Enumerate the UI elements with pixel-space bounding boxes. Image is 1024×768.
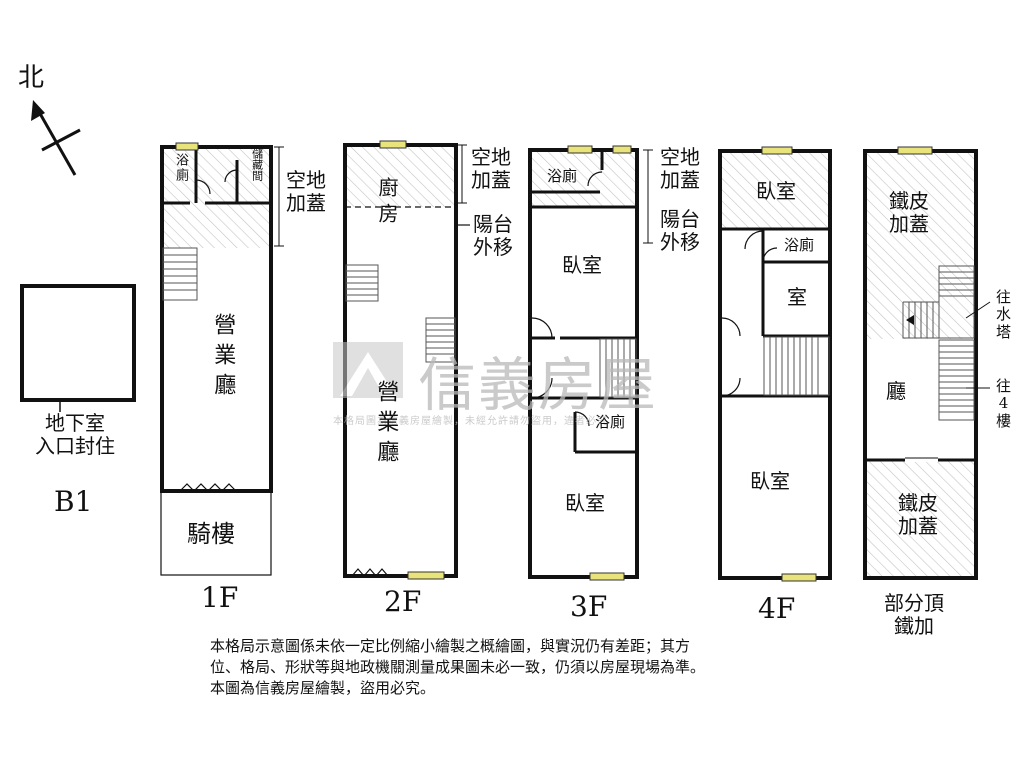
roof-floor-label: 部分頂 鐵加: [884, 591, 944, 638]
f4-floor-label: 4F: [758, 592, 796, 625]
floor-roof-plan: [863, 146, 991, 580]
floor-2f-plan: [343, 140, 470, 580]
brand-logo-icon: [333, 342, 403, 398]
f3-bath-top-label: 浴廁: [547, 167, 578, 185]
f1-bath-label: 浴廁: [172, 153, 188, 183]
watermark-subtext: 本格局圖為信義房屋繪製，未經允許請勿盜用，違者必究: [333, 416, 608, 427]
f3-open-cover-label: 空地 加蓋: [660, 145, 700, 192]
f2-floor-label: 2F: [384, 585, 422, 618]
f3-bedroom-bottom-label: 臥室: [565, 491, 605, 515]
f3-balcony-label: 陽台 外移: [660, 207, 700, 254]
f4-room-label: 室: [787, 285, 807, 309]
roof-to-tower-label: 往 水 塔: [996, 288, 1012, 341]
compass-arrow-icon: [31, 100, 81, 176]
b1-room-label: 地下室 入口封住: [35, 411, 115, 458]
f1-arcade-label: 騎樓: [187, 520, 235, 548]
f3-bath-mid-label: 浴廁: [595, 413, 626, 431]
floor-1f-plan: [160, 142, 284, 576]
floor-4f-plan: [718, 146, 832, 582]
f4-bedroom-top-label: 臥室: [756, 179, 796, 203]
f2-balcony-label: 陽台 外移: [473, 212, 513, 259]
f2-hall-label: 營業廳: [373, 380, 399, 470]
f2-open-cover-label: 空地 加蓋: [471, 145, 511, 192]
f1-open-cover-label: 空地 加蓋: [286, 168, 326, 215]
roof-iron-top-label: 鐵皮 加蓋: [889, 189, 929, 236]
f1-storage-label: 儲藏間: [250, 148, 264, 181]
f1-floor-label: 1F: [201, 581, 239, 614]
f2-kitchen-label: 廚房: [375, 177, 399, 229]
roof-iron-bottom-label: 鐵皮 加蓋: [898, 491, 938, 538]
disclaimer-note: 本格局示意圖係未依一定比例縮小繪製之概繪圖，與實況仍有差距；其方 位、格局、形狀…: [210, 637, 706, 697]
roof-to-4f-label: 往 4 樓: [996, 377, 1012, 430]
f4-bath-label: 浴廁: [784, 236, 815, 254]
f3-bedroom-top-label: 臥室: [562, 253, 602, 277]
b1-floor-label: B1: [54, 485, 93, 518]
b1-outline: [20, 284, 136, 402]
north-label: 北: [18, 63, 45, 93]
roof-living-label: 廳: [886, 379, 906, 403]
f4-bedroom-bottom-label: 臥室: [750, 469, 790, 493]
f3-floor-label: 3F: [570, 590, 608, 623]
watermark-brand: 信義房屋: [418, 351, 659, 419]
f1-hall-label: 營業廳: [210, 313, 236, 403]
floor-3f-plan: [528, 145, 653, 581]
